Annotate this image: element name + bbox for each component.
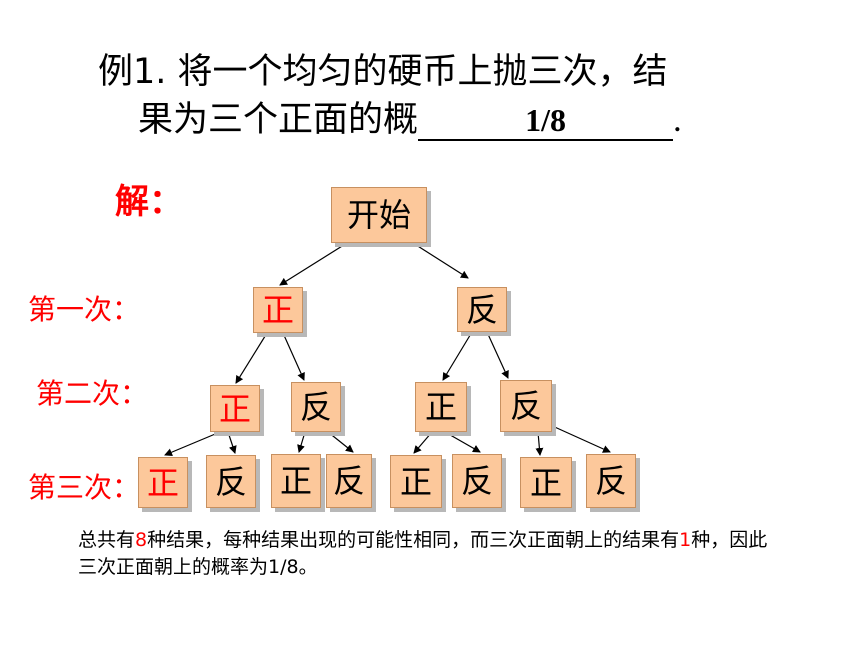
toss1-tails: 反 — [457, 287, 507, 332]
edge-ht-t — [327, 431, 354, 453]
answer-value: 1/8 — [525, 102, 566, 138]
summary-total-count: 8 — [135, 529, 148, 551]
toss3-outcome-tht: 反 — [452, 454, 502, 508]
toss1-heads: 正 — [253, 287, 303, 333]
edge-th-t — [444, 431, 481, 453]
summary-part-3: 种，因此三次正面朝上的概率为1/8。 — [78, 529, 768, 578]
answer-blank: 1/8 — [418, 101, 674, 141]
toss3-outcome-hth: 正 — [271, 454, 321, 508]
toss3-outcome-thh: 正 — [390, 455, 442, 508]
toss3-outcome-hht: 反 — [206, 455, 256, 508]
toss2-heads-after-heads: 正 — [210, 385, 260, 432]
toss3-outcome-hhh: 正 — [138, 457, 188, 508]
toss3-outcome-htt: 反 — [326, 454, 372, 508]
row-label-second-toss: 第二次： — [36, 377, 149, 410]
edge-root-heads — [279, 242, 348, 286]
problem-line-1: 例1. 将一个均匀的硬币上抛三次，结 — [98, 52, 668, 92]
summary-part-1: 总共有 — [78, 529, 136, 551]
edge-hh-h — [164, 431, 221, 456]
problem-statement: 例1. 将一个均匀的硬币上抛三次，结 果为三个正面的概 1/8. — [98, 48, 738, 144]
solution-label: 解： — [115, 182, 183, 222]
problem-line-2: 果为三个正面的概 1/8. — [98, 96, 738, 144]
row-label-third-toss: 第三次： — [28, 471, 141, 504]
edge-h-h — [235, 332, 268, 384]
summary-part-2: 种结果，每种结果出现的可能性相同，而三次正面朝上的结果有 — [147, 529, 680, 551]
problem-line-2-text: 果为三个正面的概 — [138, 100, 419, 140]
edge-th-h — [413, 431, 433, 454]
toss3-outcome-ttt: 反 — [586, 454, 636, 508]
summary-favorable-count: 1 — [679, 529, 692, 551]
toss2-tails-after-heads: 反 — [291, 382, 341, 432]
edge-ht-h — [297, 431, 306, 453]
tree-root-start: 开始 — [331, 187, 427, 243]
edge-t-t — [486, 331, 509, 379]
edge-root-tails — [412, 242, 469, 279]
edge-h-t — [282, 332, 305, 381]
toss2-heads-after-tails: 正 — [415, 382, 467, 432]
problem-period: . — [673, 100, 682, 139]
summary-text: 总共有8种结果，每种结果出现的可能性相同，而三次正面朝上的结果有1种，因此三次正… — [78, 527, 778, 581]
edge-tt-h — [535, 431, 544, 456]
row-label-first-toss: 第一次： — [28, 293, 141, 326]
toss3-outcome-tth: 正 — [520, 457, 572, 508]
edge-tt-t — [547, 423, 611, 453]
edge-hh-t — [227, 431, 237, 454]
edge-t-h — [442, 331, 473, 381]
toss2-tails-after-tails: 反 — [500, 380, 552, 432]
